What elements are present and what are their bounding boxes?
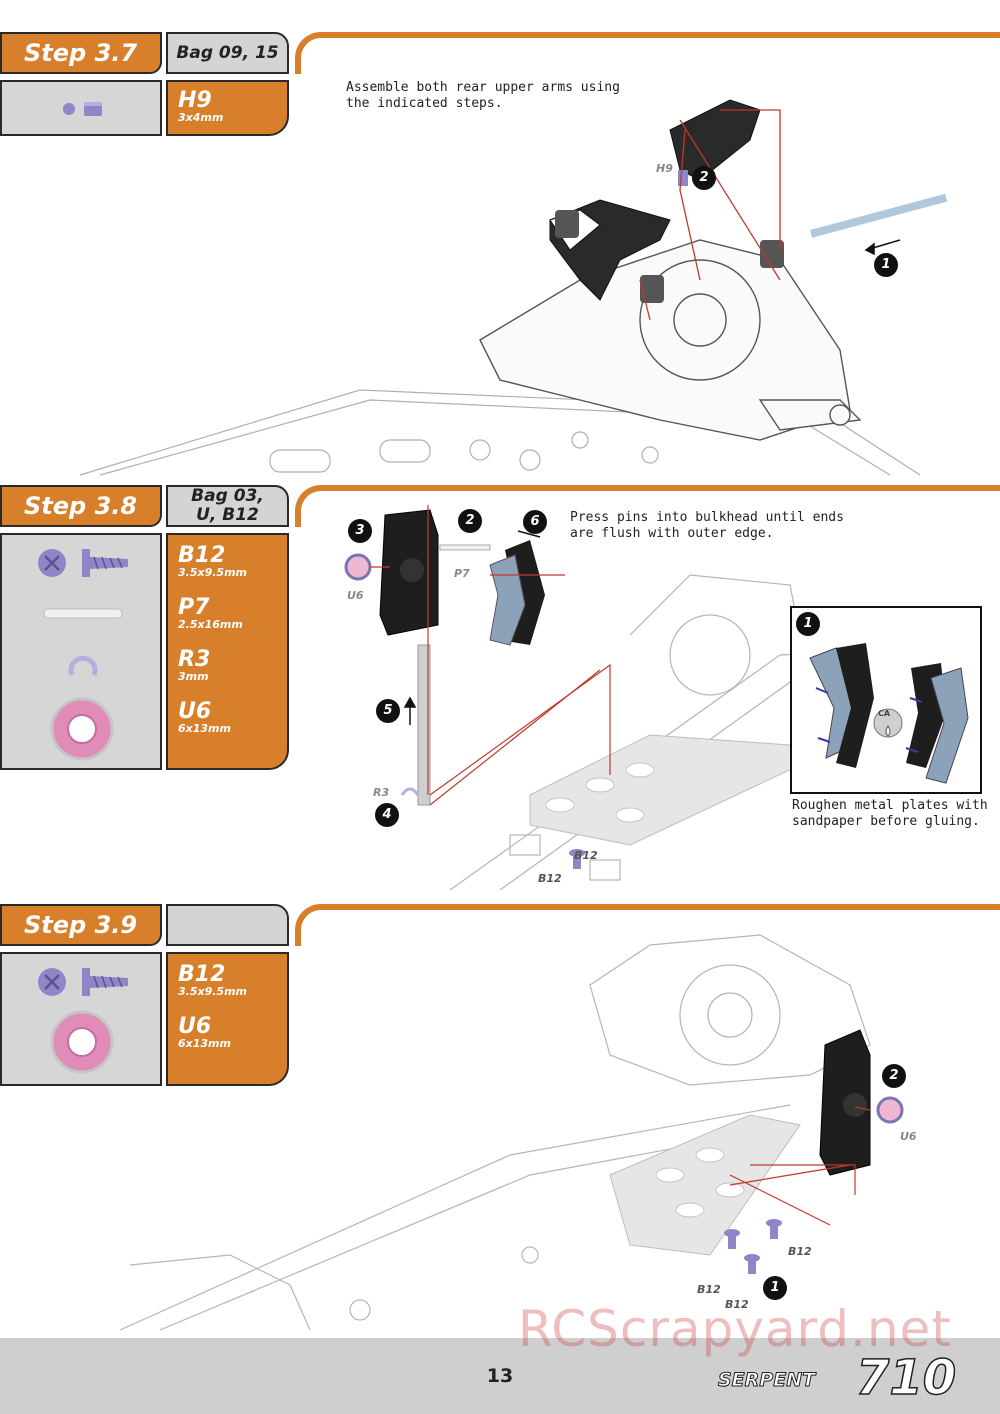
callout-1: 1 (763, 1276, 787, 1300)
flat-head-screw-icon (38, 968, 128, 996)
pin-icon (43, 608, 123, 619)
instruction-line: Assemble both rear upper arms using (346, 80, 620, 95)
callout-6: 6 (523, 510, 547, 534)
parts-icons (38, 549, 128, 761)
header-band (295, 485, 1000, 527)
callout-1: 1 (796, 612, 820, 636)
parts-label-box: H9 3x4mm (166, 80, 289, 136)
label-u6: U6 (900, 1130, 917, 1143)
part-h9: H9 3x4mm (178, 90, 223, 124)
parts-icon-box (0, 952, 162, 1086)
inset-caption: Roughen metal plates with sandpaper befo… (792, 798, 992, 830)
callout-2: 2 (458, 509, 482, 533)
watermark: RCScrapyard.net (518, 1300, 952, 1358)
ca-badge: CA (878, 709, 891, 718)
callout-1: 1 (874, 253, 898, 277)
label-b12: B12 (788, 1245, 812, 1258)
bag-label (166, 904, 289, 946)
bulkhead-illustration (344, 505, 970, 891)
part-code: U6 (178, 1014, 212, 1039)
parts-label-box: B12 3.5x9.5mm P7 2.5x16mm R3 3mm U6 6x13… (166, 533, 289, 770)
step-title: Step 3.7 (0, 32, 162, 74)
chassis-illustration (79, 99, 948, 476)
part-p7: P7 2.5x16mm (178, 597, 243, 631)
part-code: H9 (178, 88, 212, 113)
parts-icons (38, 968, 128, 1074)
part-size: 6x13mm (178, 1037, 231, 1050)
header-band (295, 904, 1000, 946)
bag-label-line: U, B12 (196, 505, 259, 525)
parts-icon-box (0, 533, 162, 770)
instruction-line: are flush with outer edge. (570, 526, 774, 541)
label-p7: P7 (454, 567, 470, 580)
instruction-line: the indicated steps. (346, 96, 503, 111)
part-code: P7 (178, 595, 210, 620)
step-title: Step 3.9 (0, 904, 162, 946)
page-number: 13 (486, 1365, 514, 1387)
parts-label-box: B12 3.5x9.5mm U6 6x13mm (166, 952, 289, 1086)
plates-illustration (809, 643, 969, 784)
part-u6: U6 6x13mm (178, 701, 231, 735)
callout-3: 3 (348, 519, 372, 543)
part-b12: B12 3.5x9.5mm (178, 545, 247, 579)
caption-line: sandpaper before gluing. (792, 814, 980, 829)
header-band (295, 32, 1000, 74)
callout-2: 2 (692, 166, 716, 190)
part-code: R3 (178, 647, 211, 672)
bag-label: Bag 09, 15 (166, 32, 289, 74)
chassis-illustration (119, 934, 904, 1331)
part-r3: R3 3mm (178, 649, 210, 683)
part-size: 6x13mm (178, 722, 231, 735)
brand-name: SERPENT (718, 1369, 817, 1391)
instruction-line: Press pins into bulkhead until ends (570, 510, 844, 525)
brand-model: 710 (856, 1350, 956, 1400)
ball-bearing-icon (50, 697, 114, 761)
label-r3: R3 (373, 786, 390, 799)
label-h9: H9 (656, 162, 673, 175)
part-size: 3x4mm (178, 111, 224, 124)
callout-2: 2 (882, 1064, 906, 1088)
step-title: Step 3.8 (0, 485, 162, 527)
parts-icon-box (0, 80, 162, 136)
label-b12: B12 (538, 872, 562, 885)
part-size: 3.5x9.5mm (178, 985, 247, 998)
part-size: 3mm (178, 670, 209, 683)
bag-label-line: Bag 03, (191, 486, 264, 506)
bag-label: Bag 03, U, B12 (166, 485, 289, 527)
instruction-text: Press pins into bulkhead until ends are … (570, 510, 844, 542)
part-u6: U6 6x13mm (178, 1016, 231, 1050)
caption-line: Roughen metal plates with (792, 798, 988, 813)
part-code: B12 (178, 543, 226, 568)
brand-logo: SERPENT 710 (718, 1350, 957, 1400)
callout-4: 4 (375, 803, 399, 827)
set-screw-icon (63, 102, 102, 116)
label-b12: B12 (697, 1283, 721, 1296)
inset-gluing-detail: 1 CA Roughen metal plates with sandpaper… (790, 606, 988, 829)
instruction-text: Assemble both rear upper arms using the … (346, 80, 620, 112)
label-u6: U6 (347, 589, 364, 602)
part-code: U6 (178, 699, 212, 724)
part-size: 3.5x9.5mm (178, 566, 247, 579)
part-size: 2.5x16mm (178, 618, 243, 631)
page-footer (0, 1338, 1000, 1414)
e-clip-icon (68, 655, 98, 676)
label-b12: B12 (725, 1298, 749, 1311)
part-b12: B12 3.5x9.5mm (178, 964, 247, 998)
ball-bearing-icon (50, 1010, 114, 1074)
part-code: B12 (178, 962, 226, 987)
flat-head-screw-icon (38, 549, 128, 577)
callout-5: 5 (376, 699, 400, 723)
label-b12: B12 (574, 849, 598, 862)
